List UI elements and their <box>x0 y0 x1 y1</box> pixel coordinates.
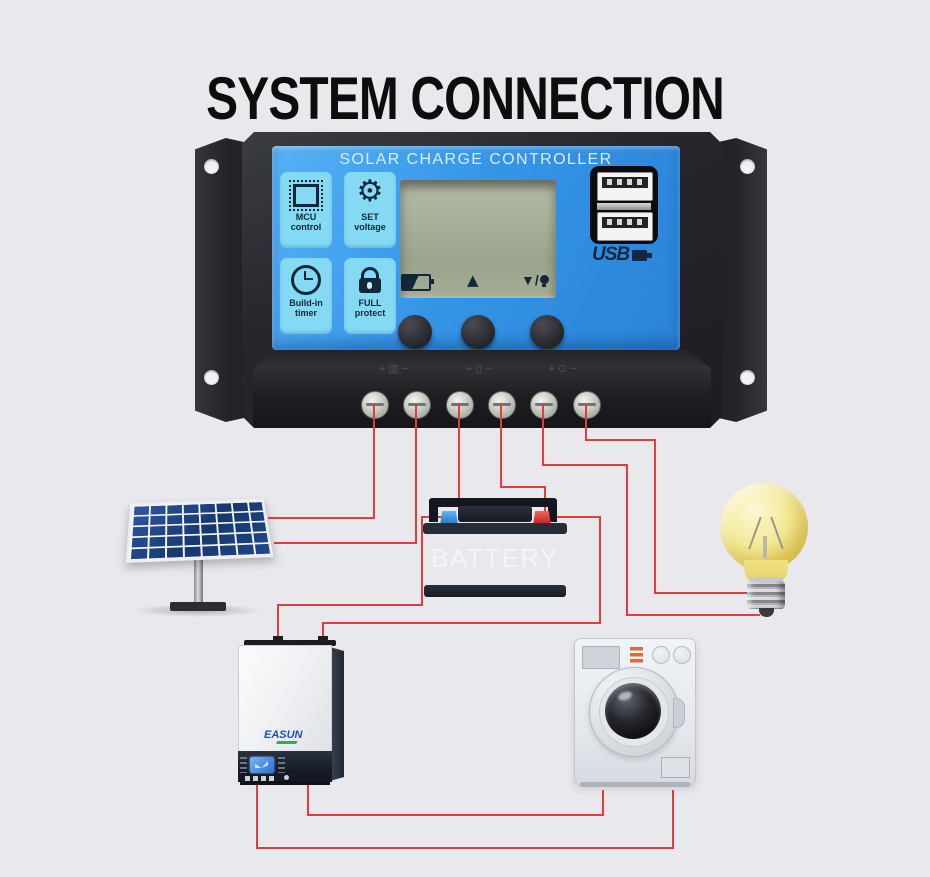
padlock-icon <box>359 267 381 293</box>
inverter-buttons <box>245 776 277 781</box>
wire-inverter-to-washer-2 <box>307 780 604 816</box>
usb-port-bottom <box>597 212 653 241</box>
solar-panel-cells <box>125 498 274 563</box>
battery-positive-terminal <box>533 511 551 525</box>
battery-rim <box>423 523 567 534</box>
inverter-led-column <box>278 757 285 773</box>
inverter-brand-logo: EASUN <box>264 729 303 741</box>
gear-icon: ⚙ <box>356 174 384 209</box>
terminal-mark-pv: +▥− <box>378 363 412 375</box>
usb-plug-icon <box>632 249 653 261</box>
mounting-hole <box>204 370 219 385</box>
washer-display <box>582 646 620 669</box>
bulb-screw-base <box>747 581 785 609</box>
mcu-chip-icon <box>289 179 323 211</box>
washer-knob <box>652 646 670 664</box>
terminal-screw-4 <box>488 391 516 419</box>
inverter-bottom-edge <box>240 781 330 785</box>
battery-handle <box>429 498 557 522</box>
washer-knob <box>673 646 691 664</box>
solar-panel <box>118 478 293 623</box>
washer-program-stripes <box>630 647 643 664</box>
inverter-power-button <box>284 775 289 780</box>
controller-button-right <box>530 315 564 349</box>
inverter-side-panel <box>330 647 344 781</box>
controller-header-label: SOLAR CHARGE CONTROLLER <box>339 151 613 168</box>
inverter-bracket <box>244 640 336 646</box>
washer-door-handle <box>673 698 685 728</box>
battery-label: BATTERY <box>430 542 559 573</box>
controller-button-left <box>398 315 432 349</box>
clock-icon <box>291 265 321 295</box>
solar-panel-base <box>170 602 226 611</box>
battery-lid <box>458 506 532 522</box>
battery-negative-terminal <box>440 511 458 525</box>
bulb-stem <box>763 536 767 558</box>
washer-filter-hatch <box>661 757 690 778</box>
bulb-glyph-icon <box>539 274 549 287</box>
terminal-screw-3 <box>446 391 474 419</box>
washer-base <box>580 782 690 787</box>
inverter: EASUN <box>236 634 344 786</box>
solar-panel-pole <box>194 554 203 606</box>
battery: BATTERY <box>415 492 575 604</box>
inverter-terminal-tab <box>318 636 328 642</box>
terminal-screw-5 <box>530 391 558 419</box>
bulb-collar <box>749 577 783 582</box>
inverter-terminal-tab <box>273 636 283 642</box>
bulb-contact-tip <box>759 608 774 617</box>
controller-button-middle <box>461 315 495 349</box>
usb-port-block <box>590 166 658 244</box>
inverter-led-column <box>240 757 247 773</box>
washing-machine <box>572 634 698 792</box>
terminal-mark-load: +⊙− <box>548 363 580 375</box>
mounting-hole <box>740 159 755 174</box>
inverter-screen <box>250 757 274 773</box>
battery-status-icon <box>401 274 434 291</box>
battery-body: BATTERY <box>427 531 563 585</box>
battery-base <box>424 585 566 597</box>
terminal-screw-6 <box>573 391 601 419</box>
mounting-hole <box>740 370 755 385</box>
usb-logo: USB <box>592 244 653 266</box>
load-mode-icon: ▼/ <box>521 272 549 288</box>
light-bulb <box>716 478 816 623</box>
usb-divider <box>597 203 651 210</box>
terminal-screw-1 <box>361 391 389 419</box>
mounting-hole <box>204 159 219 174</box>
terminal-screw-2 <box>403 391 431 419</box>
warning-triangle-icon: ▲ <box>467 271 479 289</box>
terminal-mark-battery: +▯− <box>466 363 494 375</box>
washer-door-glass <box>605 683 661 739</box>
page-title: SYSTEM CONNECTION <box>206 65 725 133</box>
usb-port-top <box>597 172 653 201</box>
